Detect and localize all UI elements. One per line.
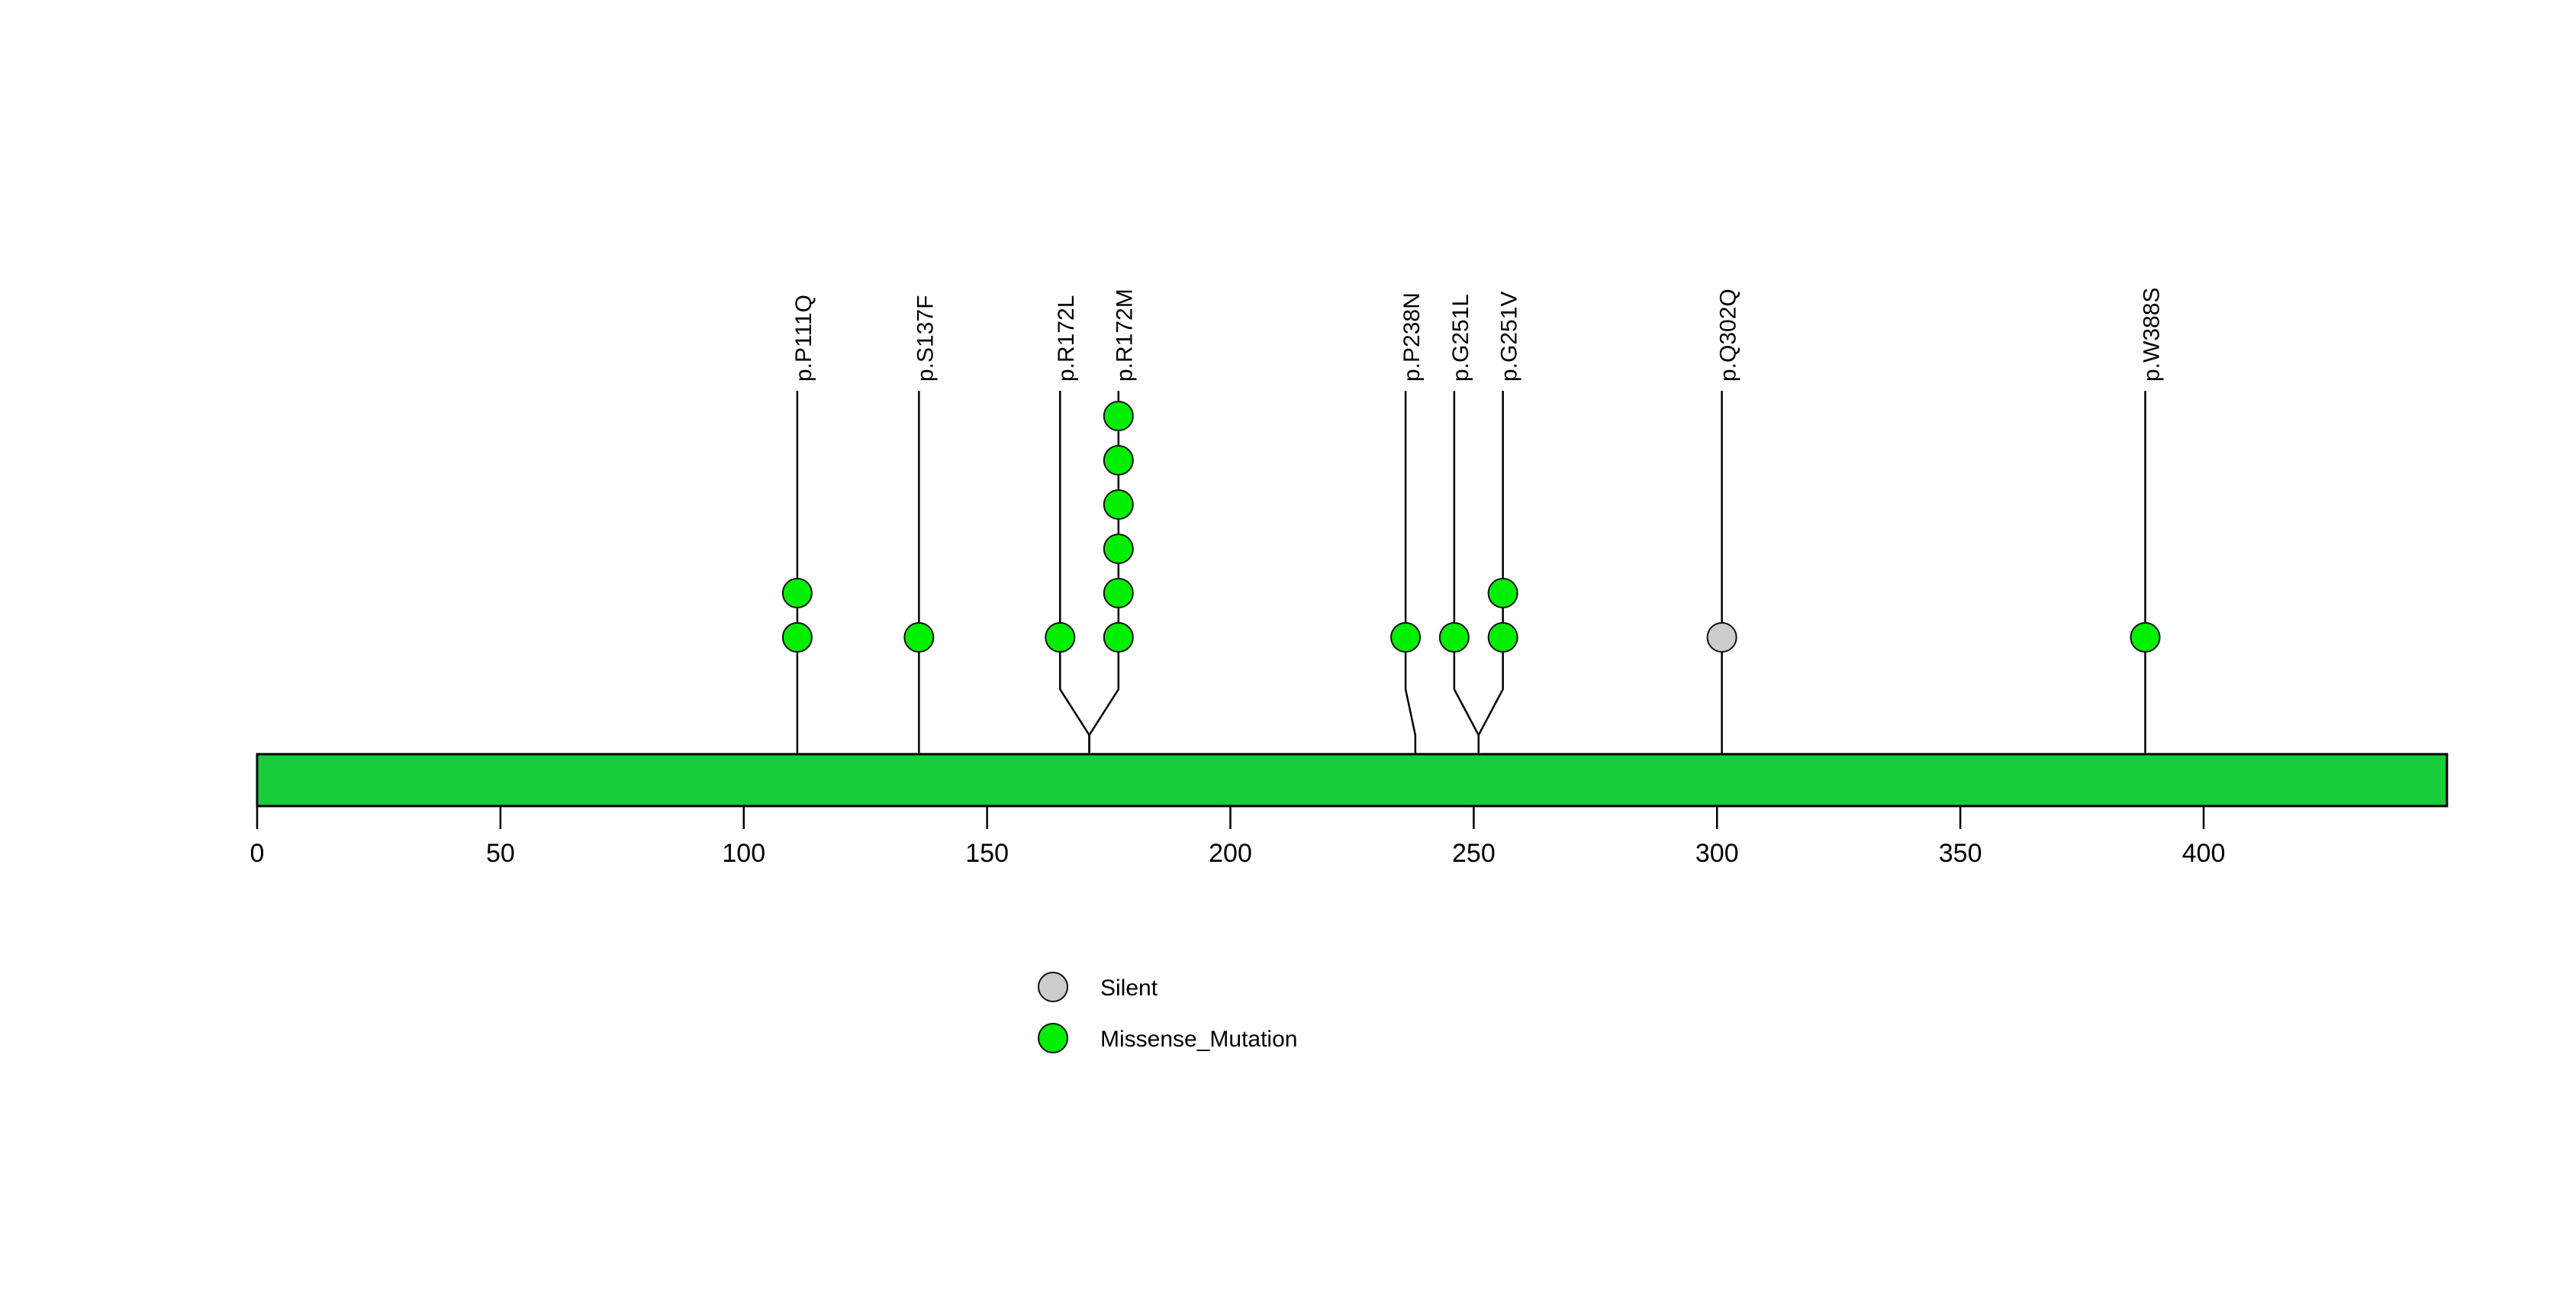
mutation-marker[interactable]: [1487, 622, 1518, 653]
legend-label: Missense_Mutation: [1100, 1027, 1297, 1052]
mutation-marker[interactable]: [781, 578, 813, 608]
mutation-label: p.S137F: [913, 295, 938, 382]
mutation-marker[interactable]: [903, 622, 935, 653]
mutation-label: p.P111Q: [791, 295, 816, 382]
mutation-label: p.W388S: [2139, 288, 2164, 382]
lollipop-stem: [1477, 391, 1504, 754]
lollipop-stem: [1404, 391, 1417, 754]
mutation-marker[interactable]: [1103, 401, 1134, 431]
protein-bar-layer: [256, 753, 2449, 808]
mutation-labels-layer: p.P111Q p.S137F p.R172L p.R172M p.P238N p.G25…: [791, 288, 2165, 382]
mutation-marker[interactable]: [1103, 534, 1134, 564]
axis-tick-label: 50: [486, 839, 515, 868]
lollipop-heads-layer: [781, 401, 2161, 653]
protein-backbone-bar: [256, 753, 2449, 808]
mutation-label: p.R172L: [1054, 295, 1079, 382]
mutation-marker[interactable]: [2130, 622, 2161, 653]
legend-label: Silent: [1100, 976, 1158, 1001]
mutation-marker[interactable]: [1103, 445, 1134, 476]
mutation-label: p.R172M: [1113, 289, 1138, 382]
mutation-marker[interactable]: [781, 622, 813, 653]
mutation-marker[interactable]: [1487, 578, 1518, 608]
axis-tick-label: 400: [2182, 839, 2226, 868]
mutation-marker[interactable]: [1390, 622, 1422, 653]
mutation-marker[interactable]: [1438, 622, 1470, 653]
axis-tick-label: 100: [722, 839, 765, 868]
position-axis-layer: 0 50 100 150 200 250 300 350 400: [250, 806, 2226, 868]
mutation-label: p.Q302Q: [1716, 289, 1741, 382]
axis-tick-label: 250: [1452, 839, 1496, 868]
mutation-marker[interactable]: [1045, 622, 1076, 653]
axis-tick-label: 350: [1939, 839, 1982, 868]
axis-tick-label: 150: [965, 839, 1009, 868]
mutation-label: p.P238N: [1399, 292, 1425, 382]
legend-swatch[interactable]: [1038, 972, 1068, 1002]
mutation-label: p.G251L: [1448, 294, 1473, 382]
axis-tick-label: 300: [1695, 839, 1739, 868]
mutation-marker[interactable]: [1103, 489, 1134, 520]
mutation-marker[interactable]: [1103, 578, 1134, 608]
legend-swatch[interactable]: [1038, 1023, 1068, 1053]
axis-tick-label: 200: [1209, 839, 1252, 868]
mutation-marker[interactable]: [1706, 622, 1737, 653]
mutation-marker[interactable]: [1103, 622, 1134, 653]
axis-tick-label: 0: [250, 839, 265, 868]
mutation-label: p.G251V: [1497, 292, 1522, 382]
